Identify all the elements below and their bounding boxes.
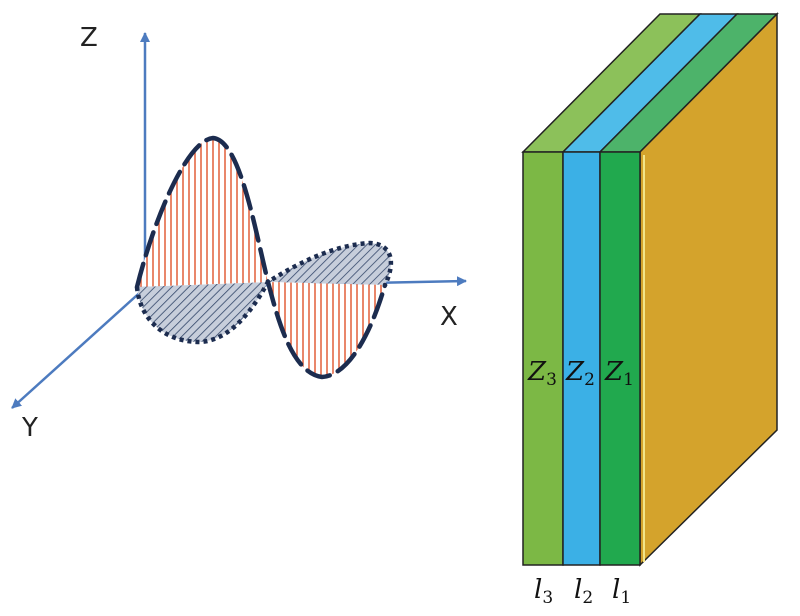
z-axis-label: Z — [80, 23, 98, 53]
electric-field-lobe-1 — [137, 138, 268, 287]
electric-field-outline — [134, 135, 388, 380]
y-axis — [11, 287, 146, 409]
magnetic-field-outline — [134, 240, 394, 345]
layer-2-front-face — [562, 151, 601, 566]
impedance-label-2: Z2 — [565, 357, 595, 390]
layer-3-front-face — [522, 151, 564, 566]
layer-1-front-face — [599, 151, 641, 566]
impedance-label-3: Z3 — [527, 357, 557, 390]
x-axis-label: X — [440, 302, 458, 332]
length-label-1: l1 — [612, 575, 631, 608]
magnetic-field-lobe-2 — [268, 243, 391, 285]
length-label-3: l3 — [534, 575, 553, 608]
wave-diagram: Z X Y — [11, 23, 467, 443]
layer-stack: Z3 Z2 Z1 l3 l2 l1 — [521, 12, 779, 608]
magnetic-field-lobe-1 — [137, 282, 268, 342]
electric-field-lobe-2 — [268, 282, 385, 377]
impedance-label-1: Z1 — [604, 357, 634, 390]
length-label-2: l2 — [574, 575, 593, 608]
y-axis-label: Y — [21, 413, 38, 443]
